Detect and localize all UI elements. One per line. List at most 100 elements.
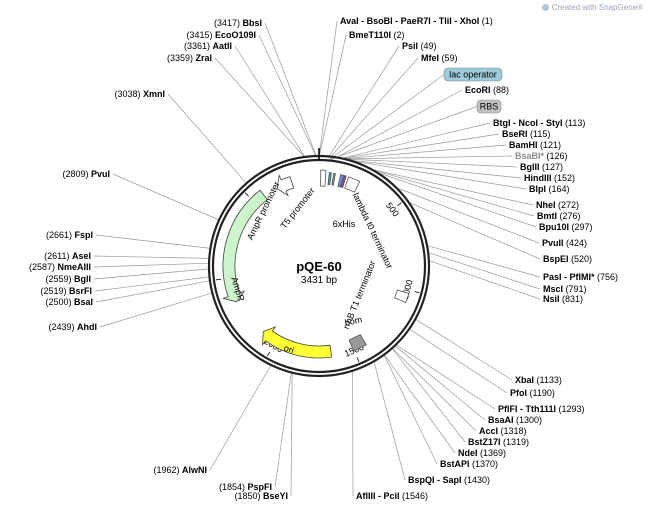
rrnb-t1-terminator-block[interactable] xyxy=(394,289,410,303)
site-name: PsiI xyxy=(402,41,418,51)
site-name: NsiI xyxy=(543,294,560,304)
site-label[interactable]: (1850) BseYI xyxy=(234,491,288,501)
lambda-t0-terminator-block[interactable] xyxy=(344,176,361,193)
rbs-block[interactable] xyxy=(331,172,336,186)
site-label[interactable]: BmtI (276) xyxy=(537,211,581,221)
site-label[interactable]: MscI (791) xyxy=(543,284,587,294)
site-position: (2500) xyxy=(45,297,71,307)
site-leader-line xyxy=(394,345,486,421)
bom-block[interactable] xyxy=(348,334,367,352)
ampr-feature-arrow[interactable] xyxy=(221,189,268,303)
site-label[interactable]: (2439) AhdI xyxy=(48,322,97,332)
site-label[interactable]: AccI (1318) xyxy=(479,426,527,436)
site-position: (164) xyxy=(549,184,570,194)
site-label[interactable]: AvaI - BsoBI - PaeR7I - TliI - XhoI (1) xyxy=(340,16,493,26)
site-label[interactable]: PvuII (424) xyxy=(542,238,587,248)
site-label[interactable]: (2809) PvuI xyxy=(62,169,110,179)
site-label[interactable]: BlpI (164) xyxy=(529,184,570,194)
stop-block[interactable] xyxy=(340,175,347,188)
site-leader-line xyxy=(341,122,491,159)
watermark-text: Created with SnapGene® xyxy=(551,3,643,12)
rbs-box[interactable] xyxy=(476,99,502,114)
site-leader-line xyxy=(351,160,527,190)
site-position: (3359) xyxy=(167,53,193,63)
site-label[interactable]: BamHI (121) xyxy=(509,140,561,150)
site-name: PvuII xyxy=(542,238,564,248)
site-leader-line xyxy=(209,364,272,471)
site-label[interactable]: HindIII (152) xyxy=(524,173,575,183)
site-label[interactable]: (3415) EcoO109I xyxy=(186,30,256,40)
site-label[interactable]: BsaBI* (126) xyxy=(515,151,568,161)
site-label[interactable]: PfoI (1190) xyxy=(510,388,555,398)
site-label[interactable]: BmeT110I (2) xyxy=(349,30,405,40)
site-label[interactable]: Bpu10I (297) xyxy=(539,222,593,232)
site-label[interactable]: (2661) FspI xyxy=(46,230,93,240)
site-position: (1190) xyxy=(530,388,555,398)
site-position: (2809) xyxy=(62,169,88,179)
site-position: (3417) xyxy=(214,18,240,28)
site-leader-line xyxy=(264,22,317,157)
site-name: Bpu10I xyxy=(539,222,569,232)
site-label[interactable]: EcoRI (88) xyxy=(465,85,509,95)
site-label[interactable]: MfeI (59) xyxy=(421,53,458,63)
tick-mark xyxy=(266,351,271,357)
site-name: AvaI - BsoBI - PaeR7I - TliI - XhoI xyxy=(340,16,479,26)
site-label[interactable]: PasI - PflMI* (756) xyxy=(543,272,618,282)
site-name: AccI xyxy=(479,426,498,436)
ampr-promoter-arrow[interactable] xyxy=(276,174,295,197)
site-leader-line xyxy=(395,344,496,410)
site-name: BglI xyxy=(74,274,91,284)
site-label[interactable]: (2500) BsaI xyxy=(45,297,93,307)
site-label[interactable]: BglII (127) xyxy=(520,162,563,172)
site-label[interactable]: BseRI (115) xyxy=(502,129,550,139)
site-name: BspEI xyxy=(543,254,569,264)
leader-lines xyxy=(93,20,541,497)
site-label[interactable]: NdeI (1369) xyxy=(458,448,506,458)
plasmid-length: 3431 bp xyxy=(301,275,338,286)
tick-mark xyxy=(244,192,249,197)
tick-label: 500 xyxy=(384,201,401,219)
site-label[interactable]: (2611) AseI xyxy=(44,251,91,261)
site-label[interactable]: (3359) ZraI xyxy=(167,53,212,63)
his-tag-label: 6xHis xyxy=(333,219,356,229)
site-label[interactable]: (3038) XmnI xyxy=(114,89,165,99)
site-leader-line xyxy=(290,372,293,497)
site-position: (3415) xyxy=(186,30,212,40)
site-name: BsaBI* xyxy=(515,151,545,161)
site-leader-line xyxy=(93,262,210,268)
site-label[interactable]: (2519) BsrFI xyxy=(40,286,92,296)
site-name: BglII xyxy=(520,162,540,172)
site-label[interactable]: BstAPI (1370) xyxy=(440,459,498,469)
lac-operator-box[interactable] xyxy=(443,67,503,82)
site-label[interactable]: (3417) BbsI xyxy=(214,18,262,28)
site-position: (2) xyxy=(394,30,405,40)
site-label[interactable]: PflFI - Tth111I (1293) xyxy=(498,404,585,414)
site-label[interactable]: (1854) PspFI xyxy=(219,482,272,492)
site-leader-line xyxy=(319,34,347,157)
site-label[interactable]: (2587) NmeAIII xyxy=(29,262,91,272)
site-label[interactable]: AflIII - PciI (1546) xyxy=(356,491,428,501)
his-tag-block[interactable] xyxy=(337,174,345,188)
lac-operator-block[interactable] xyxy=(327,172,332,186)
site-label[interactable]: BsaAI (1300) xyxy=(488,415,542,425)
snapgene-logo-icon xyxy=(541,4,549,11)
ori-feature-arrow[interactable] xyxy=(262,326,333,359)
site-name: BseRI xyxy=(502,129,528,139)
site-label[interactable]: NsiI (831) xyxy=(543,294,583,304)
site-name: PspFI xyxy=(247,482,272,492)
site-label[interactable]: BtgI - NcoI - StyI (113) xyxy=(493,118,585,128)
site-label[interactable]: (1962) AlwNI xyxy=(153,465,207,475)
site-label[interactable]: BspEI (520) xyxy=(543,254,592,264)
site-label[interactable]: (3361) AatII xyxy=(184,41,232,51)
site-label[interactable]: NheI (272) xyxy=(536,200,579,210)
site-label[interactable]: PsiI (49) xyxy=(402,41,437,51)
site-name: PfoI xyxy=(510,388,527,398)
t5-promoter-block[interactable] xyxy=(320,169,327,187)
site-position: (1370) xyxy=(472,459,498,469)
site-label[interactable]: BspQI - SapI (1430) xyxy=(408,475,490,485)
site-label[interactable]: BstZ17I (1319) xyxy=(468,437,529,447)
site-label[interactable]: (2559) BglI xyxy=(45,274,91,284)
site-position: (1300) xyxy=(516,415,542,425)
site-label[interactable]: XbaI (1133) xyxy=(515,375,562,385)
tick-mark xyxy=(215,278,221,281)
